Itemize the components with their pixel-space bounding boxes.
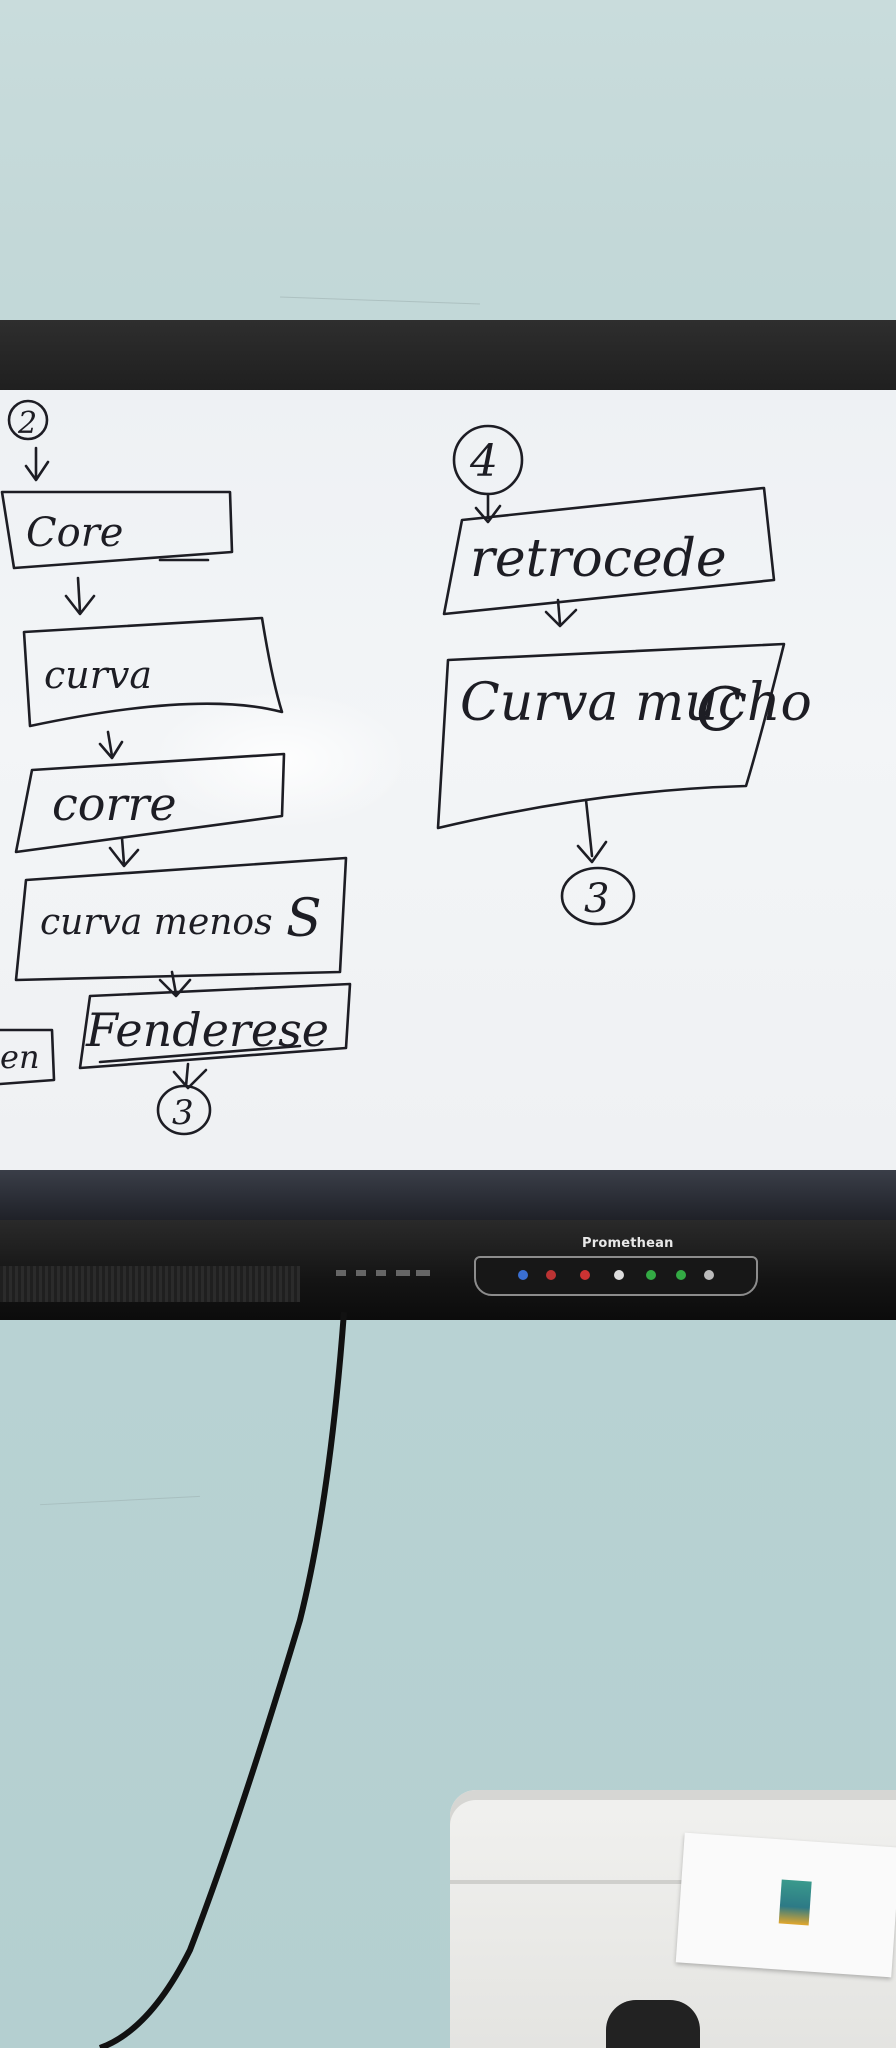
start-number-left: 2: [17, 406, 37, 441]
box-curva-menos: [14, 856, 348, 982]
freeze-button[interactable]: [704, 1270, 714, 1280]
step-curva-menos: curva menos: [40, 902, 273, 943]
end-number-left: 3: [172, 1093, 194, 1133]
volume-up-button[interactable]: [580, 1270, 590, 1280]
arrow-down: [544, 598, 578, 628]
arrow-down: [64, 576, 96, 616]
whiteboard-screen[interactable]: [0, 390, 896, 1250]
volume-down-button[interactable]: [546, 1270, 556, 1280]
step-curva: curva: [44, 653, 152, 697]
arrow-down: [108, 836, 140, 868]
start-circle-2: [7, 399, 49, 441]
box-curva-mucho: [436, 642, 786, 830]
settings-button[interactable]: [676, 1270, 686, 1280]
box-curva: [22, 616, 284, 728]
arrow-down: [576, 798, 608, 864]
cooler-lid-seam: [450, 1880, 896, 1884]
rotation-symbol-left: S: [286, 889, 322, 949]
screen-bottom-edge: [0, 1170, 896, 1220]
end-number-right: 3: [584, 876, 609, 922]
arrow-down: [172, 1062, 208, 1090]
handwritten-flowchart: 2 Core curva corre curva menos S Fendere…: [0, 399, 812, 1136]
step-core: Core: [26, 510, 123, 556]
power-button[interactable]: [518, 1270, 528, 1280]
arrow-down: [24, 446, 50, 482]
box-retrocede: [442, 486, 776, 616]
brand-logo: Promethean: [582, 1236, 674, 1251]
step-fenderese: Fenderese: [85, 1003, 329, 1057]
usb-port: [356, 1270, 366, 1276]
box-fenderese: [78, 982, 352, 1070]
usb-port: [376, 1270, 386, 1276]
end-circle-left: [156, 1084, 212, 1136]
start-number-right: 4: [469, 436, 498, 487]
end-circle-right: [560, 866, 636, 926]
input-button[interactable]: [614, 1270, 624, 1280]
black-object: [606, 2000, 700, 2048]
arrow-down: [158, 970, 192, 998]
hdmi-port: [416, 1270, 430, 1276]
step-curva-mucho: Curva mucho: [460, 673, 812, 733]
box-corre: [14, 752, 286, 854]
speaker-grille: [0, 1266, 300, 1302]
partial-left-label: en: [0, 1038, 40, 1076]
box-partial-left: [0, 1028, 56, 1086]
sticker-icon: [778, 1879, 812, 1926]
arrow-down: [474, 492, 502, 524]
rotation-symbol-right: C: [696, 675, 742, 745]
interactive-display: Promethean: [0, 320, 896, 1320]
home-button[interactable]: [646, 1270, 656, 1280]
front-control-panel: [474, 1256, 758, 1296]
hdmi-port: [396, 1270, 410, 1276]
step-retrocede: retrocede: [470, 529, 727, 589]
paper-sheet: [675, 1832, 896, 1978]
step-corre: corre: [52, 777, 177, 831]
usb-port: [336, 1270, 346, 1276]
arrow-down: [98, 730, 124, 760]
box-core: [0, 490, 234, 570]
